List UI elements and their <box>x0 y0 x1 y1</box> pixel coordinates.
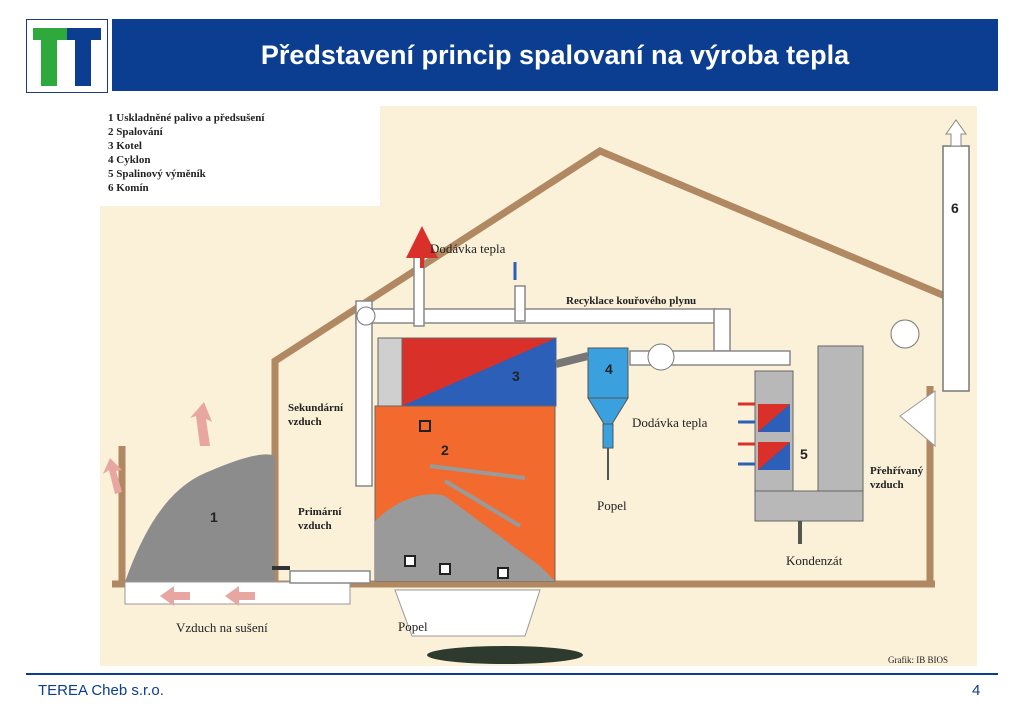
label-condensate: Kondenzát <box>786 553 843 568</box>
chimney <box>942 145 970 392</box>
flue-gas-heat-exchanger <box>754 345 864 522</box>
recycle-fan <box>356 306 376 326</box>
label-heat-supply-top: Dodávka tepla <box>430 241 506 256</box>
legend-item: 4 Cyklon <box>108 154 151 166</box>
footer-divider <box>26 673 998 675</box>
component-number: 4 <box>605 361 613 377</box>
footer-company: TEREA Cheb s.r.o. <box>38 682 164 699</box>
chimney-exhaust-arrow <box>945 119 967 147</box>
boiler <box>377 337 557 407</box>
legend-box <box>100 106 380 206</box>
ash-hopper <box>394 589 541 637</box>
cyclone <box>555 347 629 449</box>
component-number: 6 <box>951 200 959 216</box>
page-number: 4 <box>972 682 981 699</box>
legend-item: 5 Spalinový výměník <box>108 168 207 180</box>
terea-tt-logo-icon <box>33 28 101 86</box>
legend-item: 6 Komín <box>108 182 149 194</box>
component-number: 3 <box>512 368 520 384</box>
combustion-diagram: 1 Uskladněné palivo a předsušení 2 Spalo… <box>100 106 977 666</box>
preheated-air-arrow <box>899 390 936 448</box>
label-drying-air: Vzduch na sušení <box>176 620 268 635</box>
label-secondary-air-1: Sekundární <box>288 402 344 414</box>
label-primary-air-2: vzduch <box>298 520 332 532</box>
label-ash-bottom: Popel <box>398 619 428 634</box>
title-bar: Představení princip spalovaní na výroba … <box>112 19 998 91</box>
label-ash-cyclone: Popel <box>597 498 627 513</box>
terea-logo <box>26 19 108 93</box>
component-number: 5 <box>800 446 808 462</box>
flow-arrows <box>272 226 802 570</box>
flue-fan <box>647 343 675 371</box>
furnace <box>374 405 556 582</box>
label-primary-air-1: Primární <box>298 506 342 518</box>
label-preheated-air-1: Přehřívaný <box>870 465 924 477</box>
legend: 1 Uskladněné palivo a předsušení 2 Spalo… <box>108 112 265 194</box>
label-secondary-air-2: vzduch <box>288 416 322 428</box>
label-flue-gas-recycling: Recyklace kouřového plynu <box>566 295 696 307</box>
fuel-pile <box>125 454 275 582</box>
component-number: 1 <box>210 509 218 525</box>
legend-item: 2 Spalování <box>108 126 164 138</box>
drying-air-arrows <box>103 402 255 606</box>
legend-item: 1 Uskladněné palivo a předsušení <box>108 112 265 124</box>
ash-pile <box>427 646 583 664</box>
legend-item: 3 Kotel <box>108 140 142 152</box>
chimney-fan <box>890 319 920 349</box>
label-preheated-air-2: vzduch <box>870 479 904 491</box>
component-number: 2 <box>441 442 449 458</box>
label-heat-supply-right: Dodávka tepla <box>632 415 708 430</box>
label-credit: Grafik: IB BIOS <box>888 655 948 665</box>
page-title: Představení princip spalovaní na výroba … <box>260 39 850 70</box>
